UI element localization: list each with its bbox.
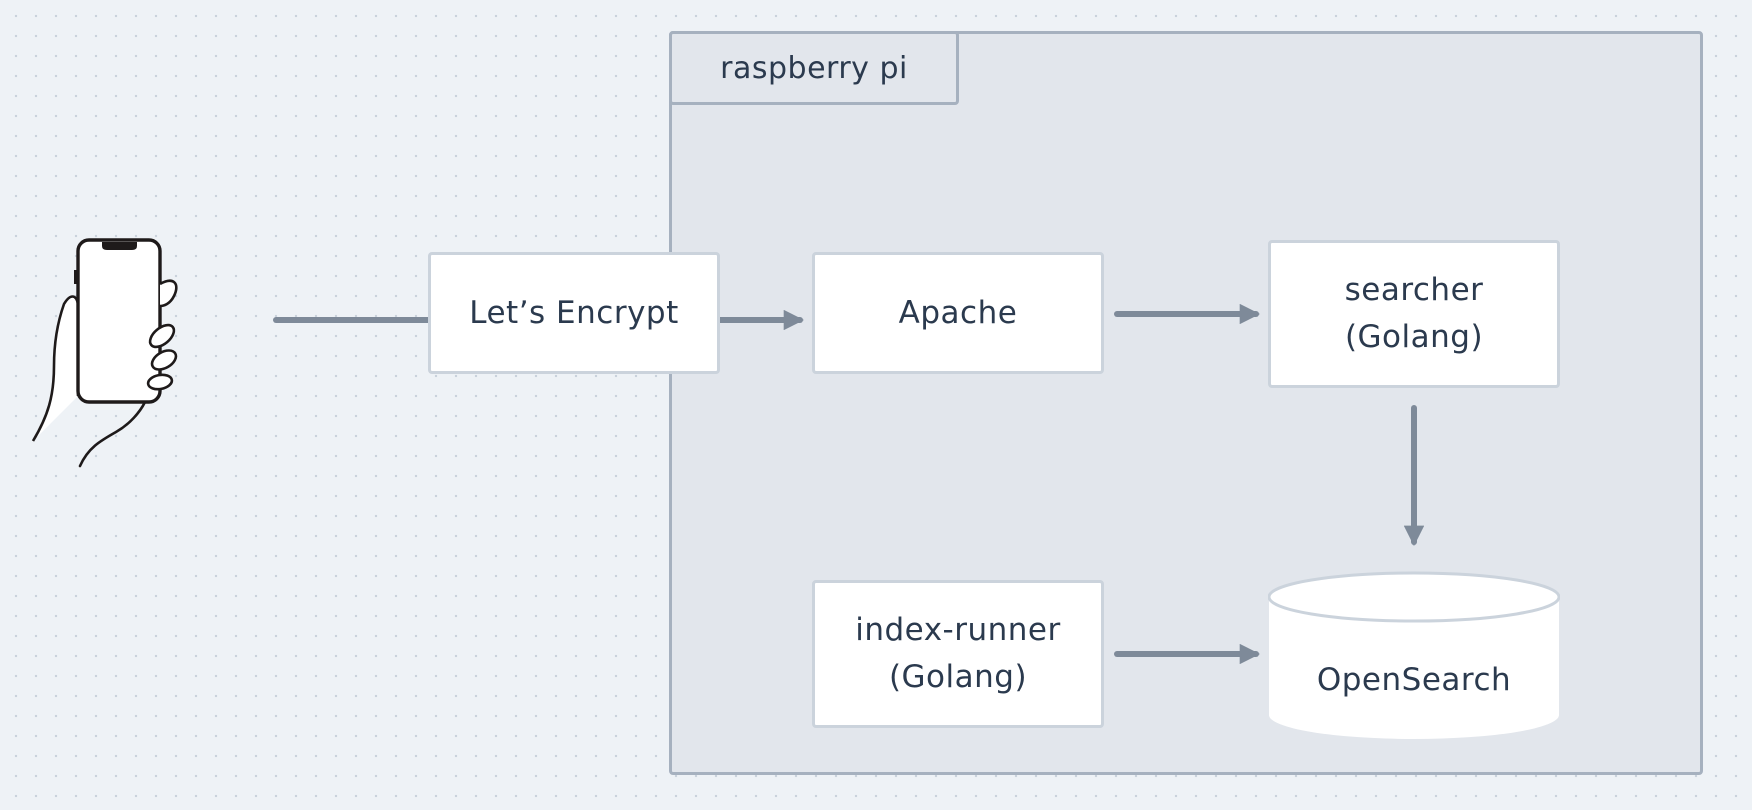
phone-in-hand-icon: [31, 238, 178, 468]
searcher-label-line2: (Golang): [1344, 319, 1484, 355]
letsencrypt-node: Let’s Encrypt: [428, 252, 720, 374]
letsencrypt-label: Let’s Encrypt: [469, 294, 679, 331]
opensearch-label: OpenSearch: [1316, 662, 1512, 698]
raspberry-pi-group-label: raspberry pi: [669, 31, 959, 105]
apache-label: Apache: [898, 294, 1018, 331]
database-cylinder-icon: [1268, 571, 1560, 739]
apache-node: Apache: [812, 252, 1104, 374]
searcher-node: searcher (Golang): [1268, 240, 1560, 388]
searcher-label-line1: searcher: [1344, 272, 1484, 308]
indexrunner-label-line2: (Golang): [888, 659, 1028, 695]
indexrunner-label-line1: index-runner: [855, 612, 1061, 648]
indexrunner-node: index-runner (Golang): [812, 580, 1104, 728]
opensearch-database: OpenSearch: [1268, 570, 1560, 742]
